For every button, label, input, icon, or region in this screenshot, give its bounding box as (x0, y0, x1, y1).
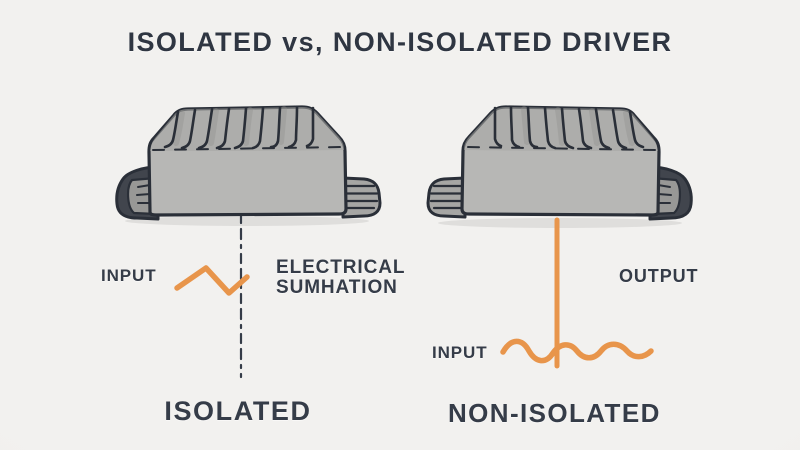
right-driver-shadow (438, 218, 682, 228)
input-signal-zigzag (174, 265, 250, 296)
electrical-sumhation-label: ELECTRICAL SUMHATION (276, 258, 405, 298)
left-input-label: INPUT (101, 266, 157, 285)
electrical-sumhation-line1: ELECTRICAL (276, 257, 406, 278)
isolated-caption: ISOLATED (164, 396, 312, 426)
left-driver-shadow (125, 216, 369, 226)
diagram-title: ISOLATED vs, NON-ISOLATED DRIVER (127, 27, 673, 57)
right-driver-illustration (428, 107, 691, 219)
right-input-label: INPUT (432, 343, 488, 362)
input-wave-line (500, 338, 654, 364)
non-isolated-caption: NON-ISOLATED (448, 398, 661, 428)
output-label: OUTPUT (619, 266, 699, 286)
left-driver-illustration (117, 107, 380, 219)
electrical-sumhation-line2: SUMHATION (276, 277, 398, 298)
